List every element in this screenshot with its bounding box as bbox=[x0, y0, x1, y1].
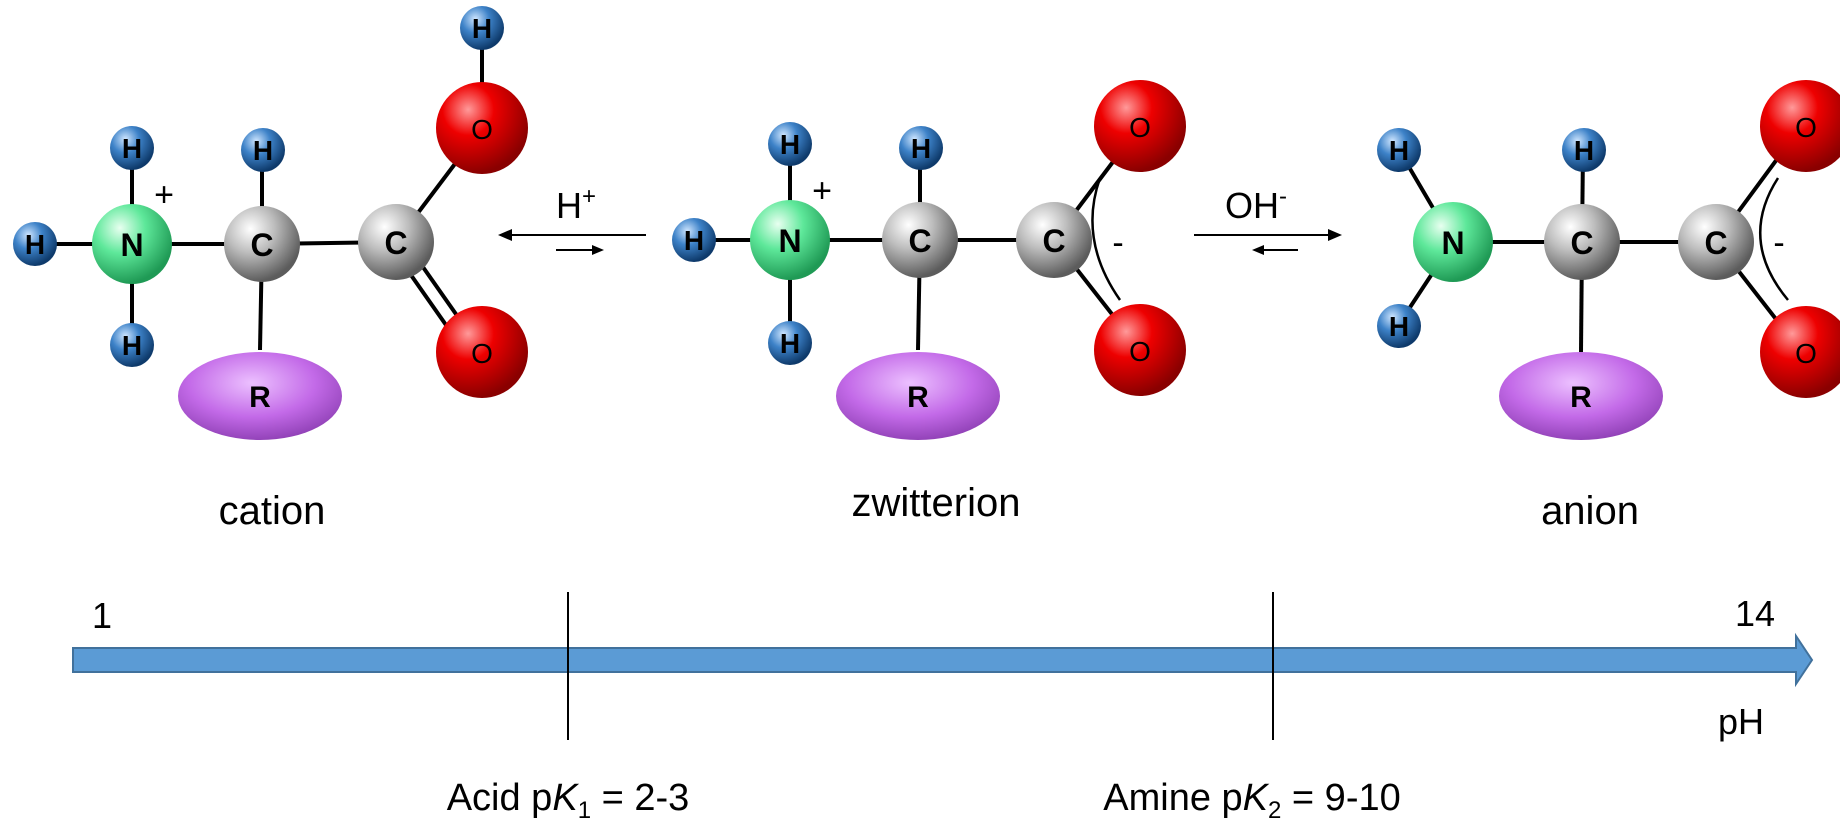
cation-alpha-carbon: C bbox=[224, 206, 300, 282]
zwitterion-hydrogen-bottom: H bbox=[768, 321, 812, 365]
svg-text:N: N bbox=[778, 223, 801, 259]
equilibrium-left: H+ bbox=[498, 183, 646, 255]
svg-text:O: O bbox=[1129, 336, 1151, 367]
anion-carboxyl-carbon: C bbox=[1678, 204, 1754, 280]
svg-text:H: H bbox=[253, 135, 273, 166]
svg-text:H: H bbox=[472, 13, 492, 44]
zwitterion-caption: zwitterion bbox=[852, 481, 1021, 525]
cation-r-group: R bbox=[178, 352, 342, 440]
svg-text:H: H bbox=[122, 133, 142, 164]
svg-text:H: H bbox=[684, 225, 704, 256]
ph-arrow bbox=[72, 632, 1814, 688]
ph-start-label: 1 bbox=[92, 595, 112, 636]
svg-text:R: R bbox=[907, 381, 929, 414]
equilibrium-right-arrowhead-reverse bbox=[1252, 245, 1264, 255]
cation-carboxyl-hydrogen: H bbox=[460, 6, 504, 50]
pk1-label: Acid pK1 = 2-3 bbox=[447, 777, 690, 822]
anion-carboxylate-charge: - bbox=[1773, 224, 1784, 262]
svg-text:O: O bbox=[471, 114, 493, 145]
cation-ammonium-charge: + bbox=[154, 176, 174, 214]
zwitterion-oxygen-bottom: O bbox=[1094, 304, 1186, 396]
anion-hydrogen-top: H bbox=[1377, 128, 1421, 172]
svg-text:H: H bbox=[25, 229, 45, 260]
equilibrium-right: OH- bbox=[1194, 183, 1342, 255]
equilibrium-left-arrowhead-forward bbox=[592, 245, 604, 255]
equilibrium-right-label: OH- bbox=[1225, 183, 1287, 226]
svg-text:N: N bbox=[1441, 225, 1464, 261]
svg-text:R: R bbox=[1570, 381, 1592, 414]
svg-text:C: C bbox=[908, 223, 931, 259]
svg-text:H: H bbox=[1389, 311, 1409, 342]
cation-oxygen-hydroxyl: O bbox=[436, 82, 528, 174]
anion-alpha-carbon: C bbox=[1544, 204, 1620, 280]
svg-text:H: H bbox=[911, 133, 931, 164]
cation-nitrogen: N bbox=[92, 204, 172, 284]
zwitterion-carboxylate-charge: - bbox=[1112, 224, 1123, 262]
cation-hydrogen-left: H bbox=[13, 222, 57, 266]
svg-text:H: H bbox=[780, 328, 800, 359]
svg-text:C: C bbox=[1042, 223, 1065, 259]
zwitterion-alpha-carbon: C bbox=[882, 202, 958, 278]
svg-text:O: O bbox=[1129, 112, 1151, 143]
zwitterion-molecule: R H H H H N + C C - bbox=[672, 80, 1186, 525]
svg-text:N: N bbox=[120, 227, 143, 263]
anion-resonance-arc bbox=[1759, 177, 1789, 301]
equilibrium-left-arrowhead-reverse bbox=[498, 229, 512, 241]
anion-hydrogen-bottom: H bbox=[1377, 304, 1421, 348]
svg-text:H: H bbox=[1574, 135, 1594, 166]
svg-text:H: H bbox=[1389, 135, 1409, 166]
svg-text:C: C bbox=[384, 225, 407, 261]
pk2-label: Amine pK2 = 9-10 bbox=[1103, 777, 1401, 822]
zwitterion-resonance-arc bbox=[1091, 177, 1122, 301]
anion-r-group: R bbox=[1499, 352, 1663, 440]
cation-caption: cation bbox=[219, 489, 326, 533]
svg-text:O: O bbox=[471, 338, 493, 369]
cation-hydrogen-bottom: H bbox=[110, 323, 154, 367]
cation-r-label: R bbox=[249, 381, 271, 414]
equilibrium-left-label: H+ bbox=[556, 183, 596, 226]
svg-text:H: H bbox=[122, 330, 142, 361]
svg-text:C: C bbox=[250, 227, 273, 263]
zwitterion-hydrogen-left: H bbox=[672, 218, 716, 262]
ph-scale: 1 14 pH Acid pK1 = 2-3 Amine pK2 = 9-10 bbox=[72, 592, 1814, 822]
anion-hydrogen-alpha: H bbox=[1562, 128, 1606, 172]
anion-molecule: R H H H N C C - O bbox=[1377, 80, 1840, 533]
svg-text:C: C bbox=[1704, 225, 1727, 261]
cation-bonds bbox=[35, 30, 484, 351]
svg-text:O: O bbox=[1795, 338, 1817, 369]
equilibrium-right-arrowhead-forward bbox=[1328, 229, 1342, 241]
cation-hydrogen-top: H bbox=[110, 126, 154, 170]
svg-text:H: H bbox=[780, 129, 800, 160]
zwitterion-nitrogen: N bbox=[750, 200, 830, 280]
zwitterion-r-group: R bbox=[836, 352, 1000, 440]
zwitterion-ammonium-charge: + bbox=[812, 172, 832, 210]
ph-end-label: 14 bbox=[1735, 593, 1775, 634]
ph-axis-label: pH bbox=[1718, 701, 1764, 742]
svg-text:O: O bbox=[1795, 112, 1817, 143]
zwitterion-oxygen-top: O bbox=[1094, 80, 1186, 172]
anion-nitrogen: N bbox=[1413, 202, 1493, 282]
cation-hydrogen-alpha: H bbox=[241, 128, 285, 172]
svg-text:C: C bbox=[1570, 225, 1593, 261]
zwitterion-hydrogen-top: H bbox=[768, 122, 812, 166]
zwitterion-carboxyl-carbon: C bbox=[1016, 202, 1092, 278]
anion-oxygen-top: O bbox=[1760, 80, 1840, 172]
anion-oxygen-bottom: O bbox=[1760, 306, 1840, 398]
zwitterion-hydrogen-alpha: H bbox=[899, 126, 943, 170]
cation-molecule: R H H H H H N + C bbox=[13, 6, 528, 533]
cation-carboxyl-carbon: C bbox=[358, 204, 434, 280]
anion-caption: anion bbox=[1541, 489, 1639, 533]
cation-oxygen-carbonyl: O bbox=[436, 306, 528, 398]
